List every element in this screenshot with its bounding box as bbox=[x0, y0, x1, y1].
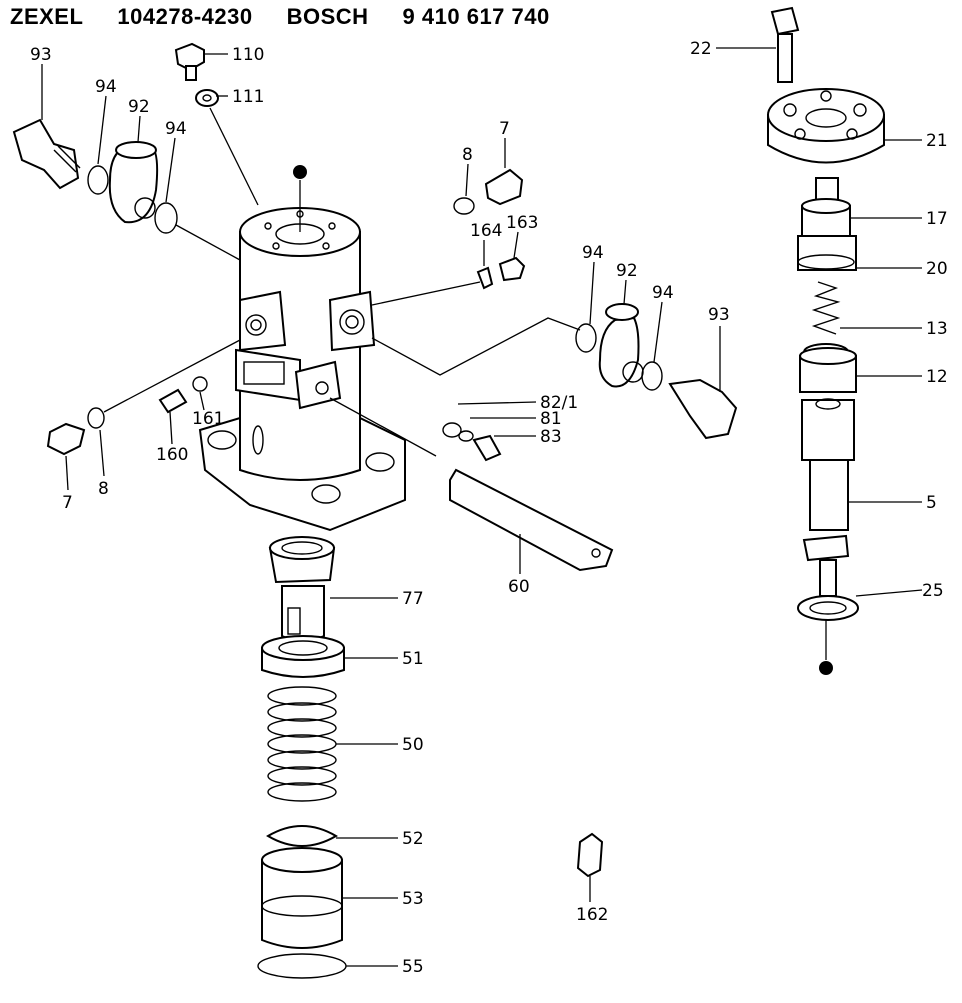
callout-55: 55 bbox=[402, 957, 424, 977]
callout-22: 22 bbox=[690, 39, 712, 59]
bosch-part-number: 9 410 617 740 bbox=[402, 4, 550, 29]
plunger-spring-stack bbox=[257, 536, 604, 979]
callout-93-left: 93 bbox=[30, 45, 52, 65]
callout-25: 25 bbox=[922, 581, 944, 601]
zexel-part-number: 104278-4230 bbox=[117, 4, 253, 29]
callout-110: 110 bbox=[232, 45, 264, 65]
diagram-header: ZEXEL 104278-4230 BOSCH 9 410 617 740 bbox=[10, 4, 550, 34]
callout-92-left: 92 bbox=[128, 97, 150, 117]
callout-161: 161 bbox=[192, 409, 224, 429]
delivery-valve-stack bbox=[767, 6, 885, 675]
callout-52: 52 bbox=[402, 829, 424, 849]
callout-21: 21 bbox=[926, 131, 948, 151]
right-banjo-group bbox=[371, 303, 738, 440]
callout-77: 77 bbox=[402, 589, 424, 609]
leader-lines bbox=[41, 47, 923, 967]
spring-coils bbox=[267, 686, 337, 802]
callout-82-1: 82/1 bbox=[540, 393, 578, 413]
callout-12: 12 bbox=[926, 367, 948, 387]
brand-label: ZEXEL bbox=[10, 4, 84, 29]
callout-51: 51 bbox=[402, 649, 424, 669]
callout-8-top: 8 bbox=[462, 145, 473, 165]
callout-5: 5 bbox=[926, 493, 937, 513]
callout-8-bottom: 8 bbox=[98, 479, 109, 499]
callout-13: 13 bbox=[926, 319, 948, 339]
callout-162: 162 bbox=[576, 905, 608, 925]
stack-marker-dot bbox=[819, 661, 833, 675]
callout-111: 111 bbox=[232, 87, 264, 107]
overflow-valve-group bbox=[371, 168, 526, 306]
pump-housing bbox=[198, 165, 406, 532]
callout-81: 81 bbox=[540, 409, 562, 429]
callout-92-right: 92 bbox=[616, 261, 638, 281]
left-banjo-group bbox=[12, 118, 241, 261]
callout-50: 50 bbox=[402, 735, 424, 755]
callout-60: 60 bbox=[508, 577, 530, 597]
callout-164: 164 bbox=[470, 221, 502, 241]
control-rack-group bbox=[46, 339, 614, 572]
callout-17: 17 bbox=[926, 209, 948, 229]
callout-94-b: 94 bbox=[165, 119, 187, 139]
maker-label: BOSCH bbox=[286, 4, 369, 29]
callout-163: 163 bbox=[506, 213, 538, 233]
callout-94-d: 94 bbox=[652, 283, 674, 303]
callout-7-top: 7 bbox=[499, 119, 510, 139]
center-marker-dot bbox=[293, 165, 307, 179]
callout-94-c: 94 bbox=[582, 243, 604, 263]
callout-53: 53 bbox=[402, 889, 424, 909]
bleed-screw-group bbox=[174, 42, 259, 206]
callout-20: 20 bbox=[926, 259, 948, 279]
part-callouts: 93 94 92 94 110 111 7 8 164 163 94 92 94… bbox=[30, 39, 948, 977]
callout-7-bottom: 7 bbox=[62, 493, 73, 513]
callout-93-right: 93 bbox=[708, 305, 730, 325]
callout-160: 160 bbox=[156, 445, 188, 465]
callout-94-a: 94 bbox=[95, 77, 117, 97]
callout-83: 83 bbox=[540, 427, 562, 447]
